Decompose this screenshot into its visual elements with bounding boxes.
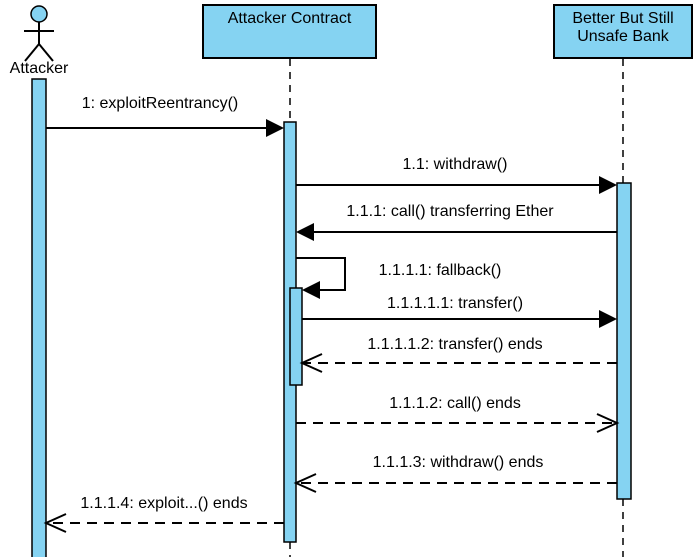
participant-label-line2: Unsafe Bank (577, 28, 669, 45)
message-label-call-transferring-ether: 1.1.1: call() transferring Ether (346, 203, 554, 220)
message-label-withdraw-ends: 1.1.1.3: withdraw() ends (372, 454, 544, 471)
message-arrow-transfer-ends (299, 353, 617, 373)
actor-leg-left (24, 43, 40, 62)
message-label-withdraw: 1.1: withdraw() (402, 156, 508, 173)
message-label-call-ends: 1.1.1.2: call() ends (389, 395, 521, 412)
message-label-exploit-ends: 1.1.1.4: exploit...() ends (80, 495, 248, 512)
message-arrow-fallback-self (296, 257, 346, 299)
open-arrowhead-icon (293, 473, 317, 493)
solid-arrowhead-icon (296, 223, 314, 241)
activation-bar-attacker (31, 78, 47, 557)
actor-leg-right (38, 43, 54, 62)
message-label-transfer: 1.1.1.1.1: transfer() (386, 295, 524, 312)
message-label-fallback: 1.1.1.1: fallback() (378, 262, 502, 279)
message-label-transfer-ends: 1.1.1.1.2: transfer() ends (367, 336, 543, 353)
participant-box-attacker-contract: Attacker Contract (202, 4, 377, 59)
solid-arrowhead-icon (599, 176, 617, 194)
message-arrow-exploit-reentrancy (46, 119, 284, 137)
open-arrowhead-icon (596, 413, 620, 433)
actor-label: Attacker (9, 60, 69, 77)
participant-box-bank: Better But Still Unsafe Bank (553, 4, 693, 59)
message-arrow-withdraw-ends (293, 473, 617, 493)
actor-figure (24, 5, 54, 62)
actor-head (30, 5, 48, 23)
participant-label-line1: Better But Still (572, 10, 674, 27)
message-arrow-call-ends (296, 413, 620, 433)
solid-arrowhead-icon (599, 310, 617, 328)
message-arrow-exploit-ends (43, 513, 284, 533)
open-arrowhead-icon (43, 513, 67, 533)
solid-arrowhead-icon (302, 281, 320, 299)
message-arrow-withdraw (296, 176, 617, 194)
open-arrowhead-icon (299, 353, 323, 373)
message-label-exploit-reentrancy: 1: exploitReentrancy() (81, 95, 239, 112)
message-arrow-transfer (302, 310, 617, 328)
solid-arrowhead-icon (266, 119, 284, 137)
message-arrow-call-transferring-ether (296, 223, 617, 241)
activation-bar-bank (616, 182, 632, 500)
participant-label: Attacker Contract (227, 10, 352, 27)
activation-bar-attacker-contract-nested (289, 287, 303, 386)
